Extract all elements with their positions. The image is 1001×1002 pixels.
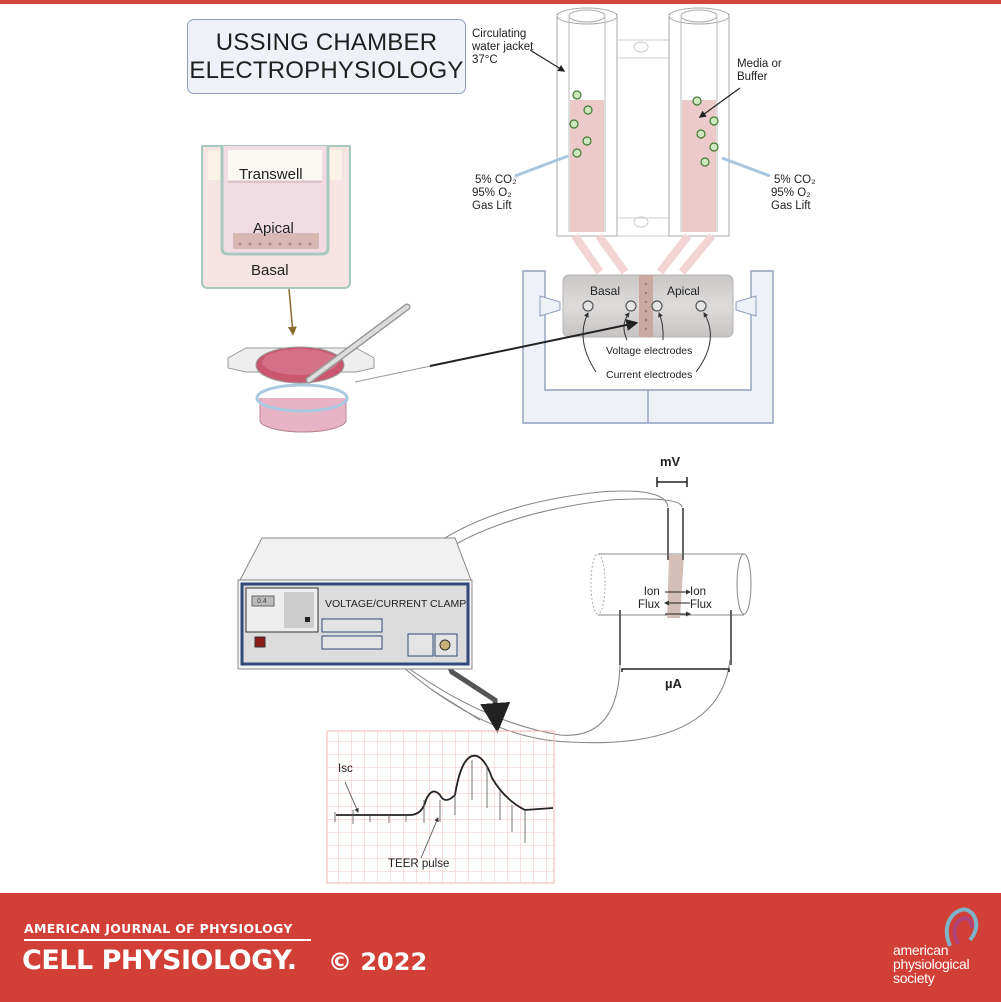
top-accent-rule — [0, 0, 1001, 4]
gas-bubbles — [569, 90, 719, 167]
gas-lift-right-label: 5% CO₂ 95% O₂ Gas Lift — [771, 174, 816, 214]
media-line-2: Buffer — [737, 71, 768, 84]
isc-label: Isc — [338, 763, 353, 775]
gas-lift-left-line-1: 5% CO₂ — [475, 174, 517, 186]
media-line-1: Media or — [737, 58, 782, 70]
chamber-holder — [522, 270, 774, 424]
society-line-1: american — [893, 942, 949, 958]
title-line-1: USSING CHAMBER — [215, 28, 438, 56]
aps-logo-icon — [944, 907, 979, 947]
chamber-basal-label: Basal — [590, 284, 621, 298]
ion-flux-right-line-2: Flux — [690, 599, 712, 612]
transwell-label: Transwell — [239, 166, 303, 183]
ion-flux-left-line-2: Flux — [638, 599, 660, 612]
voltage-unit-label: mV — [660, 454, 681, 469]
society-name: american physiological society — [893, 942, 970, 986]
tissue-schematic — [590, 477, 752, 672]
footer-rule — [24, 939, 311, 941]
title-line-2: ELECTROPHYSIOLOGY — [189, 56, 464, 84]
ion-flux-right-line-1: Ion — [690, 586, 706, 598]
water-jacket-line-1: Circulating — [472, 28, 527, 40]
gas-lift-left-label: 5% CO₂ 95% O₂ Gas Lift — [472, 174, 517, 214]
water-jacket-line-2: water jacket — [472, 41, 534, 54]
ion-flux-left-label: Ion Flux — [638, 586, 660, 612]
ion-flux-left-line-1: Ion — [643, 586, 660, 598]
teer-pulse-label: TEER pulse — [388, 858, 450, 870]
transwell-apical-label: Apical — [253, 220, 294, 237]
current-electrodes-label: Current electrodes — [606, 369, 693, 381]
voltage-current-clamp-device[interactable] — [237, 537, 473, 670]
title-box: USSING CHAMBER ELECTROPHYSIOLOGY — [187, 19, 466, 94]
journal-footer: AMERICAN JOURNAL OF PHYSIOLOGY CELL PHYS… — [0, 893, 1001, 1002]
device-label: VOLTAGE/CURRENT CLAMP — [325, 598, 467, 610]
transwell-insert — [201, 145, 351, 336]
journal-section: CELL PHYSIOLOGY. — [22, 945, 297, 976]
insert-dish — [227, 303, 411, 433]
insertion-arrow — [429, 319, 639, 367]
chamber-apical-label: Apical — [667, 284, 700, 298]
transwell-basal-label: Basal — [251, 262, 289, 279]
gas-lift-right-line-3: Gas Lift — [771, 200, 811, 213]
society-line-2: physiological — [893, 956, 970, 972]
current-unit-label: µA — [665, 676, 682, 691]
gas-lift-right-line-1: 5% CO₂ — [774, 174, 816, 186]
power-button[interactable] — [254, 636, 266, 648]
water-jacket-line-3: 37°C — [472, 54, 498, 67]
journal-name: AMERICAN JOURNAL OF PHYSIOLOGY — [24, 921, 293, 936]
electrodes — [582, 300, 707, 312]
society-line-3: society — [893, 970, 935, 986]
ussing-chamber-columns — [514, 7, 771, 275]
voltage-electrodes-label: Voltage electrodes — [606, 345, 693, 357]
media-label: Media or Buffer — [737, 58, 782, 84]
device-display-value: 0.4 — [257, 598, 267, 605]
ion-flux-right-label: Ion Flux — [690, 586, 712, 612]
gas-lift-left-line-2: 95% O₂ — [472, 187, 512, 200]
gas-lift-left-line-3: Gas Lift — [472, 200, 512, 213]
water-jacket-label: Circulating water jacket 37°C — [472, 28, 533, 68]
gas-lift-right-line-2: 95% O₂ — [771, 187, 811, 200]
copyright: © 2022 — [328, 948, 428, 976]
isc-trace-chart — [326, 730, 555, 884]
